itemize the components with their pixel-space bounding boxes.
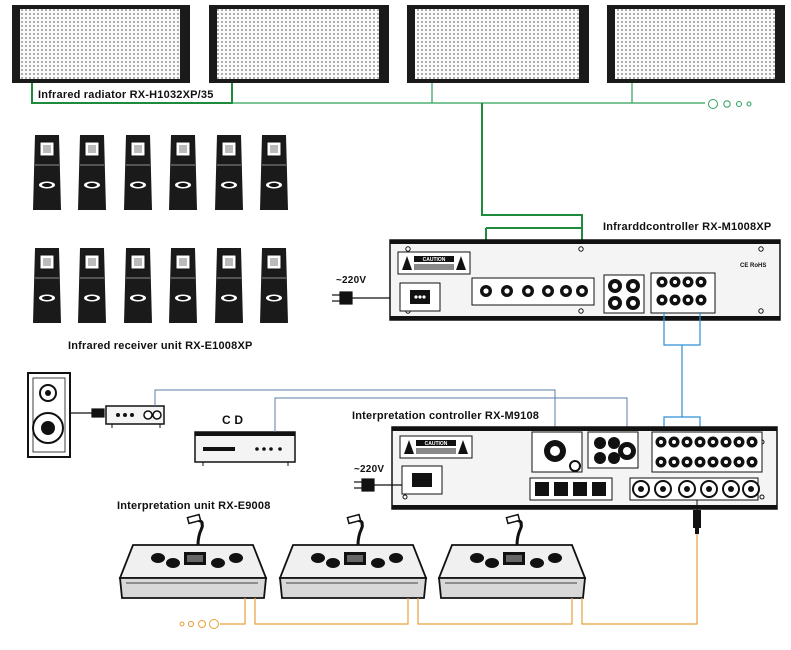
bnc-output: [560, 285, 572, 297]
unit-chain-continuation: [179, 619, 219, 629]
channel-output-jack: [707, 436, 719, 448]
cd-label: C D: [222, 413, 244, 427]
power-plug-2: [354, 478, 402, 492]
cd-feed: [274, 397, 628, 432]
channel-output-jack: [733, 456, 745, 468]
channel-output-jack: [668, 436, 680, 448]
power-label-2: ~220V: [354, 464, 385, 475]
amplifier: [105, 405, 165, 428]
unit-bus-port: [722, 480, 740, 498]
receiver-label: Infrared receiver unit RX-E1008XP: [68, 340, 253, 352]
channel-output-jack: [746, 436, 758, 448]
audio-in-jack: [682, 276, 694, 288]
cd-player: [194, 431, 296, 466]
channel-output-jack: [733, 436, 745, 448]
channel-output-jack: [681, 456, 693, 468]
ir-controller-label: Infrarddcontroller RX-M1008XP: [603, 221, 772, 233]
audio-in-jack: [669, 276, 681, 288]
receiver-unit: [169, 248, 197, 323]
radiator-wiring: [31, 83, 705, 104]
channel-output-jack: [655, 456, 667, 468]
audio-in-jack: [695, 294, 707, 306]
audio-in-jack: [669, 294, 681, 306]
radiator-chain-continuation: [708, 99, 752, 109]
channel-output-jack: [694, 436, 706, 448]
unit-bus-connector: [693, 500, 701, 534]
infrared-controller: CAUTION CE RoHS: [389, 239, 781, 321]
audio-in-jack: [656, 294, 668, 306]
channel-output-jack: [707, 456, 719, 468]
bnc-output: [501, 285, 513, 297]
bnc-output: [522, 285, 534, 297]
channel-output-jack: [655, 436, 667, 448]
audio-in-jack: [695, 276, 707, 288]
audio-in-jack: [682, 294, 694, 306]
ce-rohs-mark: CE RoHS: [740, 263, 766, 269]
interpretation-unit: [437, 513, 587, 599]
interpretation-controller-label: Interpretation controller RX-M9108: [352, 410, 540, 422]
power-label-1: ~220V: [336, 275, 367, 286]
bnc-output: [576, 285, 588, 297]
unit-bus-port: [742, 480, 760, 498]
caution-text-2: CAUTION: [425, 441, 448, 447]
receiver-unit: [260, 135, 288, 210]
bnc-output: [542, 285, 554, 297]
radiator-panel-4: [607, 5, 785, 83]
radiator-panel-3: [407, 5, 589, 83]
channel-output-jack: [694, 456, 706, 468]
audio-in-jack: [656, 276, 668, 288]
receiver-unit: [78, 135, 106, 210]
receiver-unit: [215, 248, 243, 323]
unit-chain-wiring: [220, 534, 698, 625]
receiver-unit: [169, 135, 197, 210]
channel-output-jack: [668, 456, 680, 468]
loudspeaker: [27, 372, 71, 458]
receiver-unit: [215, 135, 243, 210]
unit-bus-port: [654, 480, 672, 498]
bnc-output: [480, 285, 492, 297]
receiver-unit: [78, 248, 106, 323]
receiver-unit: [124, 135, 152, 210]
caution-text: CAUTION: [423, 257, 446, 263]
channel-output-jack: [681, 436, 693, 448]
unit-bus-port: [678, 480, 696, 498]
receiver-unit: [33, 135, 61, 210]
interpretation-units: [118, 513, 587, 599]
radiator-panel-2: [209, 5, 389, 83]
amp-feed: [154, 389, 556, 432]
interpretation-unit-label: Interpretation unit RX-E9008: [117, 500, 271, 512]
speaker-cable: [70, 408, 105, 418]
interpretation-unit: [278, 513, 428, 599]
audio-link: [663, 312, 701, 432]
radiator-label: Infrared radiator RX-H1032XP/35: [38, 89, 214, 101]
radiator-panel-1: [12, 5, 190, 83]
unit-bus-port: [632, 480, 650, 498]
unit-bus-port: [700, 480, 718, 498]
interpretation-controller: CAUTION: [391, 426, 778, 510]
channel-output-jack: [746, 456, 758, 468]
channel-output-jack: [720, 436, 732, 448]
interpretation-unit: [118, 513, 268, 599]
receiver-unit: [260, 248, 288, 323]
receiver-unit: [33, 248, 61, 323]
power-plug-1: [332, 291, 390, 305]
receiver-units: [33, 135, 288, 323]
channel-output-jack: [720, 456, 732, 468]
receiver-unit: [124, 248, 152, 323]
